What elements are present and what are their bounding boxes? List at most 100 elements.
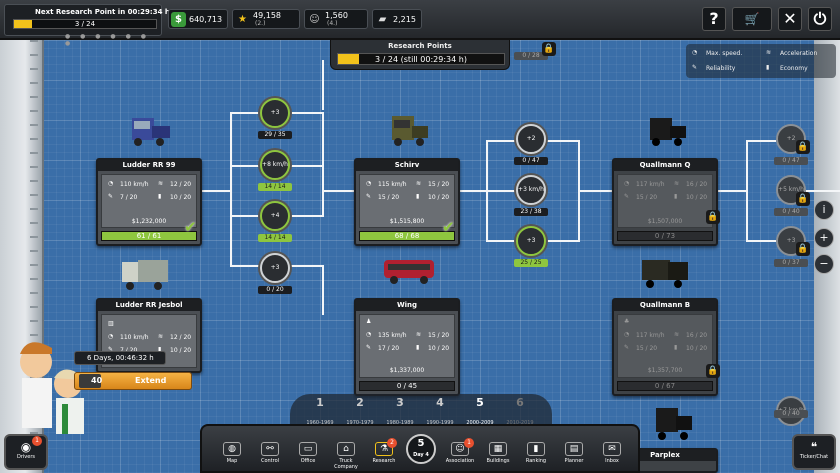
- truck-image-parplex: [650, 404, 694, 444]
- passenger-icon: ♟: [366, 318, 372, 325]
- upgrade-node[interactable]: +4: [260, 201, 290, 231]
- upgrade-node[interactable]: +2: [776, 124, 806, 154]
- upgrade-node[interactable]: +3: [516, 226, 546, 256]
- fuel-canister-icon: ▮: [766, 64, 770, 71]
- truck-image-quallmann-q: [644, 114, 688, 148]
- zoom-in-icon: +: [819, 231, 829, 244]
- next-research-point-progress: 3 / 24: [74, 20, 96, 28]
- fuel-icon: [79, 374, 101, 388]
- nav-control[interactable]: ⚯Control: [260, 442, 280, 464]
- money-icon: $: [171, 12, 186, 27]
- help-button[interactable]: ?: [702, 7, 726, 31]
- trash-icon: ▥: [108, 320, 114, 327]
- truck-card-schirv[interactable]: Schirv ◔115 km/h ≋15 / 20 ✎15 / 20 ▮10 /…: [354, 158, 460, 246]
- research-progress-bar: 0 / 67: [617, 381, 713, 391]
- wrench-icon: ✎: [108, 193, 114, 200]
- prestige-stat[interactable]: ★49,158(2.): [232, 9, 300, 29]
- extend-button[interactable]: 40 Extend: [74, 372, 192, 390]
- association-stat[interactable]: ☺1,560(4.): [304, 9, 368, 29]
- tools-icon: ✕: [783, 9, 797, 28]
- truck-image-ludder-rr-jesbol: [120, 256, 170, 292]
- acceleration-icon: ≋: [416, 331, 422, 338]
- inbox-icon: ✉: [603, 442, 621, 456]
- fuel-canister-icon: ▮: [416, 344, 420, 351]
- research-progress-bar: 0 / 45: [359, 381, 455, 391]
- next-research-point-label: Next Research Point in 00:29:34 h: [35, 8, 170, 16]
- wrench-icon: ✎: [108, 346, 114, 353]
- upgrade-node[interactable]: +2: [516, 124, 546, 154]
- fuel-canister-icon: ▮: [158, 346, 162, 353]
- acceleration-icon: ≋: [674, 180, 680, 187]
- wrench-icon: ✎: [366, 193, 372, 200]
- driver-icon: ◉: [20, 440, 32, 454]
- drivers-badge: 1: [32, 436, 42, 446]
- nav-planner[interactable]: ▤Planner: [564, 442, 584, 464]
- zoom-in-button[interactable]: +: [814, 228, 834, 248]
- research-points-bar: 3 / 24 (still 00:29:34 h): [337, 53, 505, 65]
- fuel-canister-icon: ▮: [674, 344, 678, 351]
- nav-map[interactable]: ◍Map: [214, 440, 250, 472]
- power-icon: ⏻: [813, 9, 827, 28]
- nav-office[interactable]: ▭Office: [299, 442, 317, 464]
- lock-icon: 🔒: [542, 42, 556, 56]
- speed-icon: ◔: [624, 331, 630, 338]
- lock-icon: 🔒: [796, 192, 810, 206]
- zoom-out-button[interactable]: −: [814, 254, 834, 274]
- truck-card-quallmann-q[interactable]: Quallmann Q ◔117 km/h ≋16 / 20 ✎15 / 20 …: [612, 158, 718, 246]
- lock-icon: 🔒: [796, 242, 810, 256]
- upgrade-node[interactable]: +8 km/h: [260, 150, 290, 180]
- acceleration-icon: ≋: [158, 333, 164, 340]
- shop-cart-icon: 🛒: [744, 12, 760, 26]
- settings-button[interactable]: ✕: [778, 7, 802, 31]
- info-button[interactable]: i: [814, 200, 834, 220]
- upgrade-node[interactable]: +3 km/h: [516, 175, 546, 205]
- nav-inbox[interactable]: ✉Inbox: [594, 440, 630, 472]
- nav-ranking[interactable]: ▮Ranking: [525, 442, 547, 464]
- planner-icon: ▤: [565, 442, 583, 456]
- association-badge: 1: [464, 438, 474, 448]
- check-icon: ✔: [184, 218, 197, 236]
- star-icon: ★: [238, 14, 247, 25]
- fuel-canister-icon: ▮: [416, 193, 420, 200]
- nav-buildings[interactable]: ▦Buildings: [486, 442, 510, 464]
- garage-icon: ⌂: [337, 442, 355, 456]
- speed-icon: ◔: [624, 180, 630, 187]
- truck-image-schirv: [386, 112, 430, 148]
- money-stat[interactable]: $640,713: [168, 9, 228, 29]
- acceleration-icon: ≋: [158, 180, 164, 187]
- control-icon: ⚯: [261, 442, 279, 456]
- truck-image-quallmann-b: [640, 254, 690, 290]
- ticker-chat-button[interactable]: ❝Ticker/Chat: [792, 434, 836, 470]
- nav-association[interactable]: ☺Association: [445, 442, 475, 464]
- truck-card-quallmann-b[interactable]: Quallmann B ♣ ◔117 km/h ≋16 / 20 ✎15 / 2…: [612, 298, 718, 396]
- truck-card-wing[interactable]: Wing ♟ ◔135 km/h ≋15 / 20 ✎17 / 20 ▮10 /…: [354, 298, 460, 396]
- fuel-canister-icon: ▮: [674, 193, 678, 200]
- cargo-icon: ♣: [624, 318, 630, 325]
- nav-research[interactable]: ⚗Research: [372, 442, 396, 464]
- power-button[interactable]: ⏻: [808, 7, 832, 31]
- next-research-point-panel: Next Research Point in 00:29:34 h 3 / 24…: [4, 4, 170, 47]
- speed-icon: ◔: [692, 49, 698, 56]
- speed-icon: ◔: [108, 180, 114, 187]
- nav-truck-company[interactable]: ⌂Truck Company: [334, 442, 358, 470]
- check-icon: ✔: [442, 218, 455, 236]
- chat-icon: ❝: [810, 440, 818, 454]
- upgrade-node[interactable]: +3: [260, 253, 290, 283]
- shop-cart-button[interactable]: 🛒: [732, 7, 772, 31]
- speed-icon: ◔: [366, 180, 372, 187]
- fuel-stat[interactable]: ▰2,215: [372, 9, 422, 29]
- lock-icon: 🔒: [706, 364, 720, 378]
- scientists-illustration: [8, 326, 92, 436]
- info-icon: i: [822, 203, 826, 216]
- truck-card-ludder-rr-99[interactable]: Ludder RR 99 ◔110 km/h ≋12 / 20 ✎7 / 20 …: [96, 158, 202, 246]
- research-points-panel: Research Points 3 / 24 (still 00:29:34 h…: [330, 40, 510, 70]
- upgrade-node[interactable]: +3: [260, 98, 290, 128]
